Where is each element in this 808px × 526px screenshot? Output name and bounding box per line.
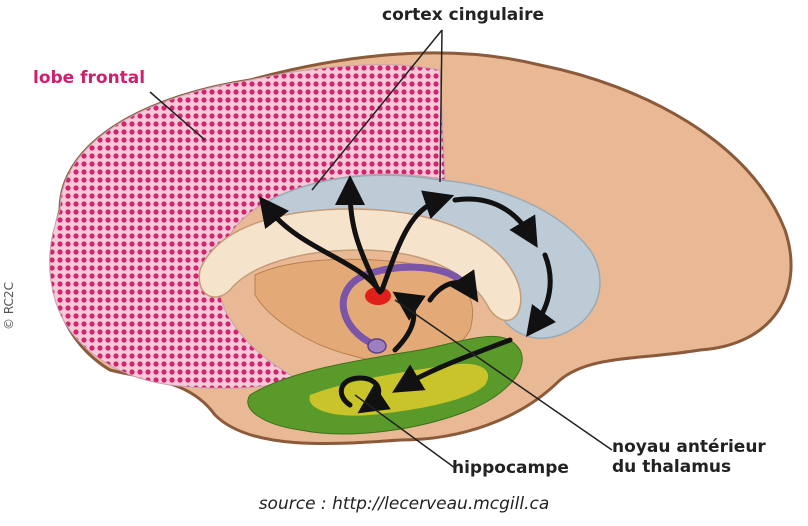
- label-lobe-frontal: lobe frontal: [33, 68, 145, 88]
- label-noyau-line1: noyau antérieur: [612, 437, 766, 457]
- source-caption: source : http://lecerveau.mcgill.ca: [0, 494, 808, 514]
- label-cortex-cingulaire: cortex cingulaire: [382, 5, 544, 25]
- mammillary-body: [368, 339, 386, 353]
- label-noyau-thalamus: noyau antérieur du thalamus: [612, 437, 766, 477]
- copyright-notice: © RC2C: [2, 282, 16, 330]
- label-noyau-line2: du thalamus: [612, 457, 766, 477]
- label-hippocampe: hippocampe: [452, 458, 569, 478]
